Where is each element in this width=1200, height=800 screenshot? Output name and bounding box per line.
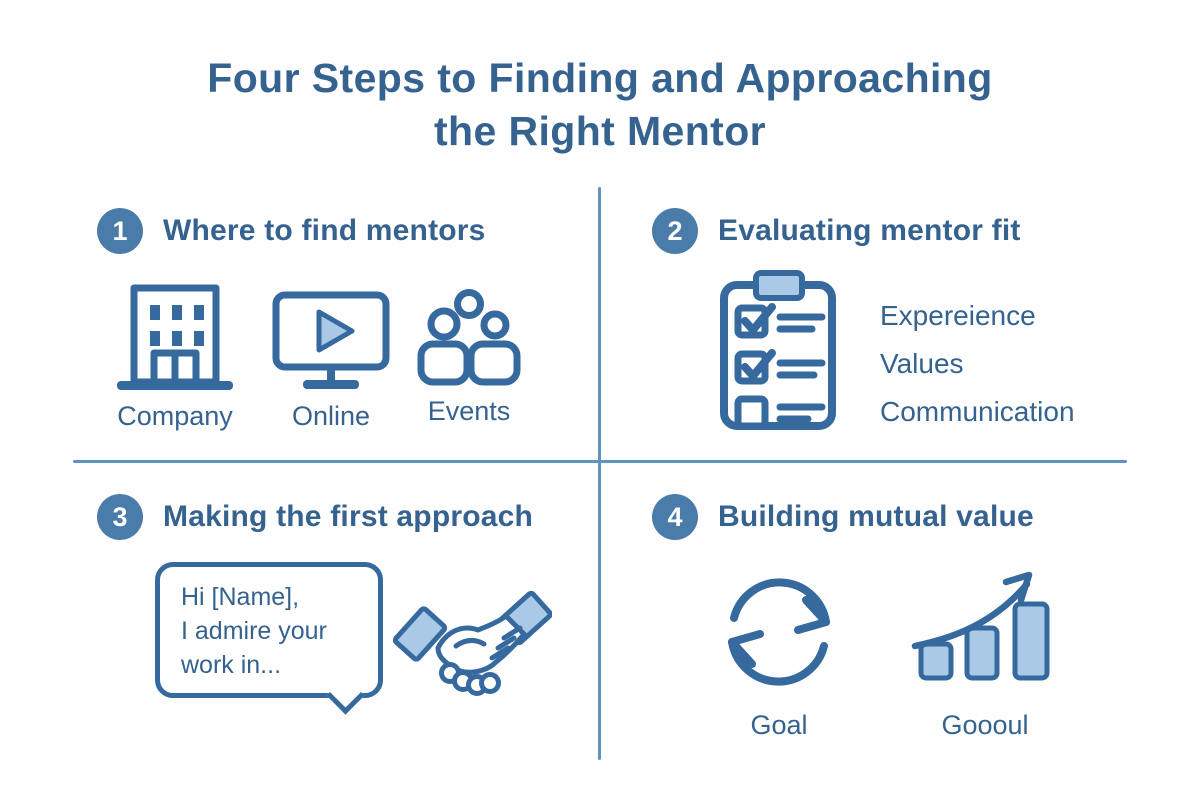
criteria-list: Expereience Values Communication bbox=[880, 292, 1075, 436]
criteria-experience: Expereience bbox=[880, 300, 1036, 331]
growth-chart-icon bbox=[911, 571, 1050, 681]
handshake-icon bbox=[390, 588, 553, 715]
company-label: Company bbox=[117, 401, 233, 431]
step-4-badge: 4 bbox=[652, 494, 698, 540]
page-title: Four Steps to Finding and Approaching th… bbox=[207, 55, 993, 155]
events-label: Events bbox=[427, 396, 511, 426]
step-4-heading: Building mutual value bbox=[718, 500, 1034, 533]
cycle-arrows-icon bbox=[728, 578, 830, 686]
online-item: Online bbox=[272, 291, 390, 432]
step-2-badge: 2 bbox=[652, 208, 698, 254]
building-icon bbox=[117, 284, 233, 390]
step-1-heading: Where to find mentors bbox=[163, 214, 486, 247]
divider-vertical bbox=[598, 187, 601, 760]
events-item: Events bbox=[416, 289, 522, 427]
step-3-heading: Making the first approach bbox=[163, 500, 534, 533]
criteria-values: Values bbox=[880, 348, 964, 379]
goal-label: Goal bbox=[750, 710, 808, 740]
growth-item: Goooul bbox=[905, 568, 1065, 741]
people-group-icon bbox=[417, 289, 521, 386]
speech-bubble: Hi [Name], I admire your work in... bbox=[155, 562, 383, 715]
step-1-badge: 1 bbox=[97, 208, 143, 254]
step-3-badge: 3 bbox=[97, 494, 143, 540]
company-item: Company bbox=[110, 284, 240, 432]
speech-bubble-text: Hi [Name], I admire your work in... bbox=[181, 583, 327, 679]
growth-label: Goooul bbox=[941, 710, 1029, 740]
monitor-play-icon bbox=[272, 291, 390, 389]
speech-bubble-tail bbox=[326, 676, 365, 715]
clipboard-checklist-icon bbox=[716, 268, 840, 440]
criteria-communication: Communication bbox=[880, 396, 1075, 427]
goal-item: Goal bbox=[710, 568, 848, 741]
step-2-heading: Evaluating mentor fit bbox=[718, 214, 1021, 247]
online-label: Online bbox=[291, 401, 371, 431]
